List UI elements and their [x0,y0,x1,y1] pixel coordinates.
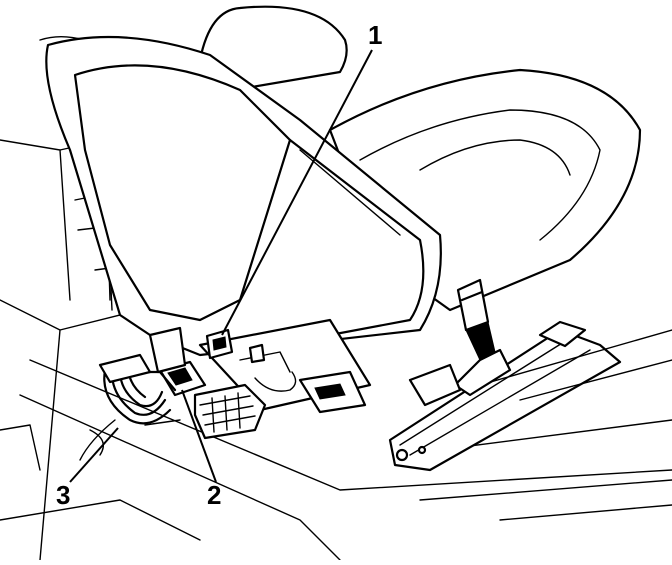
wiring-harness [79,353,181,461]
seat-belt-buckle [408,278,512,407]
seat-back [45,35,442,357]
callout-label-1: 1 [368,20,382,50]
seat-track [388,320,672,472]
connector-block [148,326,267,440]
callout-label-3: 3 [56,480,70,510]
leader-3 [69,427,119,483]
callout-label-2: 2 [207,480,221,510]
leader-lines [69,49,373,483]
leader-1 [221,49,373,336]
leader-2 [181,389,217,483]
